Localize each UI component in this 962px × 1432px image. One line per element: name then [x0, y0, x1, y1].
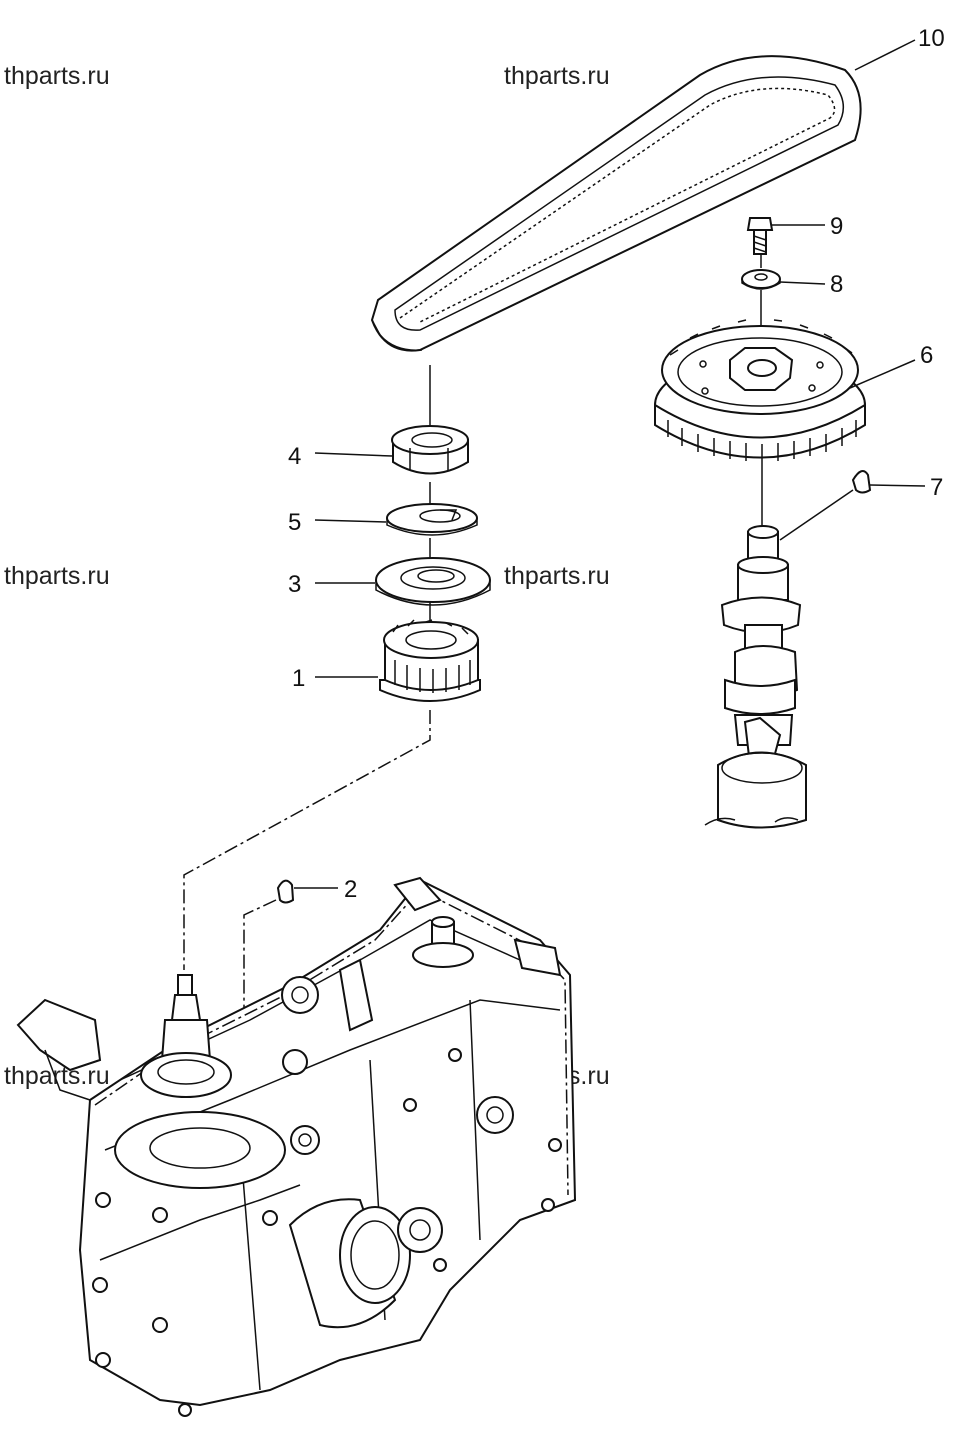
callout-5: 5	[288, 509, 301, 536]
woodruff-key-part	[851, 470, 872, 494]
watermark: thparts.ru	[4, 62, 110, 90]
nut-part	[391, 425, 469, 475]
assembly-line	[183, 710, 431, 970]
callout-6: 6	[920, 342, 933, 369]
callout-7: 7	[930, 474, 943, 501]
watermark: thparts.ru	[4, 1062, 110, 1090]
leader-line-5	[314, 519, 387, 523]
timing-belt-part	[370, 55, 862, 352]
watermark: thparts.ru	[4, 562, 110, 590]
bolt-part	[746, 217, 774, 255]
assembly-line	[243, 899, 277, 1030]
washer-part	[741, 269, 781, 290]
callout-9: 9	[830, 213, 843, 240]
callout-10: 10	[918, 25, 945, 52]
leader-line-8	[779, 281, 826, 285]
callout-3: 3	[288, 571, 301, 598]
callout-2: 2	[344, 876, 357, 903]
woodruff-key-part	[276, 879, 295, 904]
lock-washer-part	[386, 503, 478, 536]
leader-line-7	[869, 484, 926, 487]
leader-line-6	[849, 359, 916, 389]
callout-8: 8	[830, 271, 843, 298]
camshaft-part	[704, 525, 807, 829]
plate-washer-part	[375, 557, 491, 606]
watermark: thparts.ru	[504, 562, 610, 590]
leader-line-4	[314, 452, 393, 457]
watermark: thparts.ru	[504, 62, 610, 90]
crankshaft-pulley-part	[379, 619, 481, 702]
callout-4: 4	[288, 443, 301, 470]
callout-1: 1	[292, 665, 305, 692]
engine-block	[16, 876, 577, 1417]
leader-line-10	[854, 39, 916, 71]
camshaft-pulley-part	[654, 319, 866, 462]
leader-line	[779, 489, 854, 541]
